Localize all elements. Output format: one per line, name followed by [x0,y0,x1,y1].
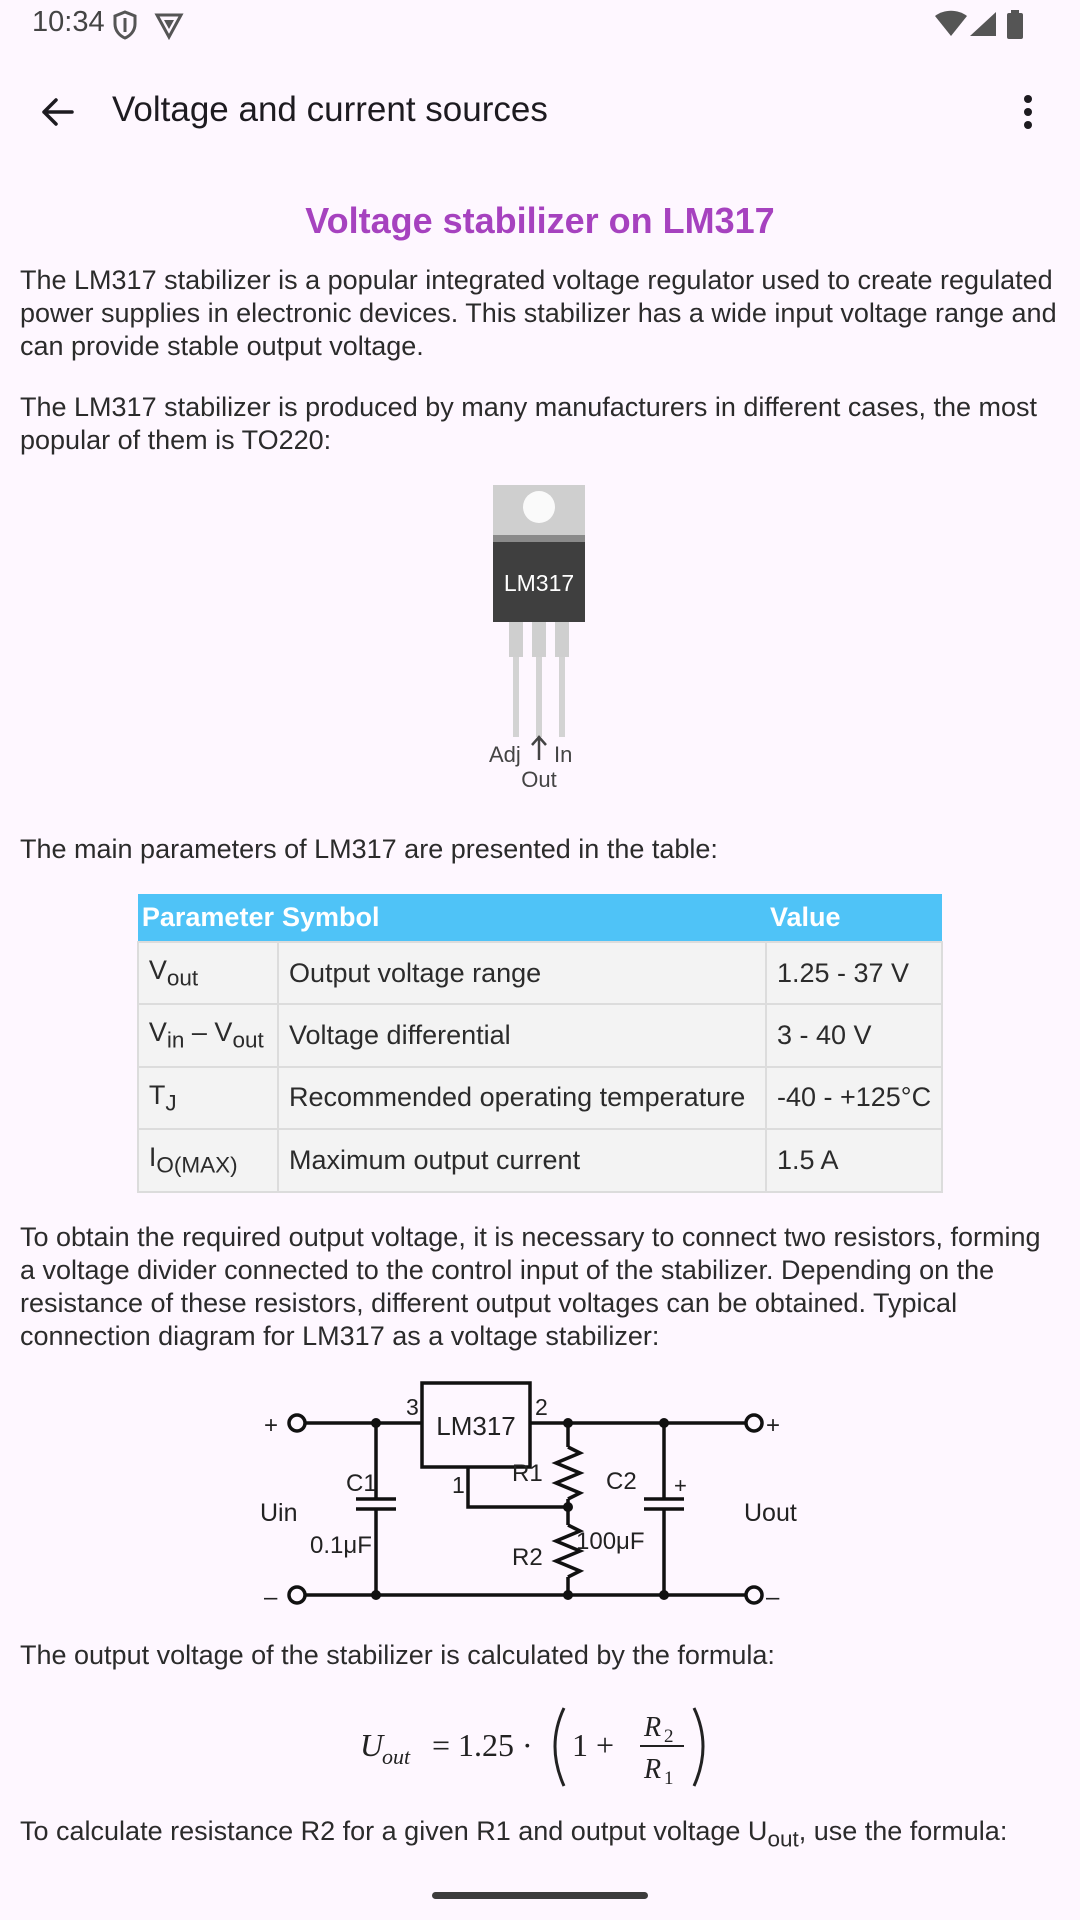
formula-num: R [643,1712,661,1743]
formula-num-sub: 2 [664,1726,674,1747]
circuit-diagram-figure: + – + – LM317 3 2 1 Uin Uout C1 0.1μF R1… [20,1380,1060,1621]
paragraph-r2-formula-intro: To calculate resistance R2 for a given R… [20,1815,1008,1851]
formula-image: U out = 1.25 · 1 + R 2 R 1 [360,1706,705,1789]
r1-label: R1 [512,1460,543,1487]
status-bar: 10:34 [0,0,1080,50]
formula-left-paren [553,1706,566,1787]
to220-package-figure: LM317 Adj In Out [20,485,1060,803]
parameters-table: Parameter Symbol Value Vout Output volta… [136,894,944,1193]
formula-lhs: U [360,1727,385,1763]
paragraph-divider: To obtain the required output voltage, i… [20,1221,1041,1351]
gesture-navigation-handle[interactable] [432,1892,648,1899]
lm317-circuit-diagram: + – + – LM317 3 2 1 Uin Uout C1 0.1μF R1… [260,1380,797,1611]
symbol-cell: Voltage differential [276,1003,767,1068]
formula-right-paren [692,1706,705,1787]
formula-lhs-sub: out [382,1744,411,1769]
value-cell: 3 - 40 V [764,1003,944,1068]
more-options-button[interactable] [998,82,1058,142]
param-cell: Vout [136,940,279,1006]
pin1-label: 1 [452,1472,465,1498]
value-cell: 1.5 A [764,1128,944,1193]
shield-icon [113,10,137,40]
article-content: Voltage stabilizer on LM317 The LM317 st… [20,170,1060,1875]
pin2-label: 2 [535,1394,548,1420]
arrow-back-icon [42,98,74,126]
header-parameter: Parameter [137,894,278,942]
out-arrow-icon [531,735,547,760]
app-bar: Voltage and current sources [0,60,1080,164]
table-row: Vout Output voltage range 1.25 - 37 V [136,940,944,1006]
more-vert-icon [1024,95,1032,129]
circuit-chip-label: LM317 [436,1411,516,1441]
param-cell: TJ [136,1065,279,1131]
article-title: Voltage stabilizer on LM317 [305,200,775,241]
symbol-cell: Maximum output current [276,1128,767,1193]
formula-den: R [643,1754,661,1785]
formula-one-plus: 1 + [572,1727,614,1763]
status-time: 10:34 [32,6,105,38]
uin-plus-label: + [264,1412,278,1439]
paragraph-packages: The LM317 stabilizer is produced by many… [20,392,1037,455]
c2-label: C2 [606,1468,637,1495]
uout-minus-label: – [766,1584,780,1611]
value-cell: -40 - +125°C [764,1065,944,1131]
table-header-row: Parameter Symbol Value [137,894,943,942]
paragraph-intro: The LM317 stabilizer is a popular integr… [20,265,1057,361]
output-voltage-formula: U out = 1.25 · 1 + R 2 R 1 [20,1700,1060,1797]
param-cell: IO(MAX) [136,1128,279,1193]
header-value: Value [765,894,943,942]
cellular-signal-icon [970,12,996,36]
uout-label: Uout [744,1499,797,1527]
pin3-label: 3 [406,1394,419,1420]
table-row: TJ Recommended operating temperature -40… [136,1065,944,1131]
paragraph-formula-intro: The output voltage of the stabilizer is … [20,1639,775,1670]
pin-adj-label: Adj [489,742,521,767]
back-button[interactable] [28,82,88,142]
formula-eq: = 1.25 · [432,1727,533,1763]
value-cell: 1.25 - 37 V [764,940,944,1006]
pin-in-label: In [554,742,572,767]
c1-value-label: 0.1μF [310,1532,372,1559]
c2-value-label: 100μF [576,1528,645,1555]
symbol-cell: Recommended operating temperature [276,1065,767,1131]
wifi-icon [935,10,967,36]
battery-icon [1007,10,1023,39]
r2-label: R2 [512,1544,543,1571]
c2-polarity-label: + [674,1473,687,1498]
page-title: Voltage and current sources [112,90,548,129]
symbol-cell: Output voltage range [276,940,767,1006]
to220-package-image: LM317 Adj In Out [489,485,585,792]
uin-label: Uin [260,1499,298,1527]
header-symbol: Symbol [277,894,766,942]
c1-label: C1 [346,1470,377,1497]
table-row: IO(MAX) Maximum output current 1.5 A [136,1128,944,1193]
vpn-badge-icon [154,13,184,40]
table-row: Vin – Vout Voltage differential 3 - 40 V [136,1003,944,1068]
uout-plus-label: + [766,1412,780,1439]
uin-minus-label: – [264,1584,278,1611]
formula-den-sub: 1 [664,1768,674,1789]
to220-chip-label: LM317 [504,570,574,596]
param-cell: Vin – Vout [136,1003,279,1068]
paragraph-table-intro: The main parameters of LM317 are present… [20,834,718,864]
pin-out-label: Out [521,767,556,792]
